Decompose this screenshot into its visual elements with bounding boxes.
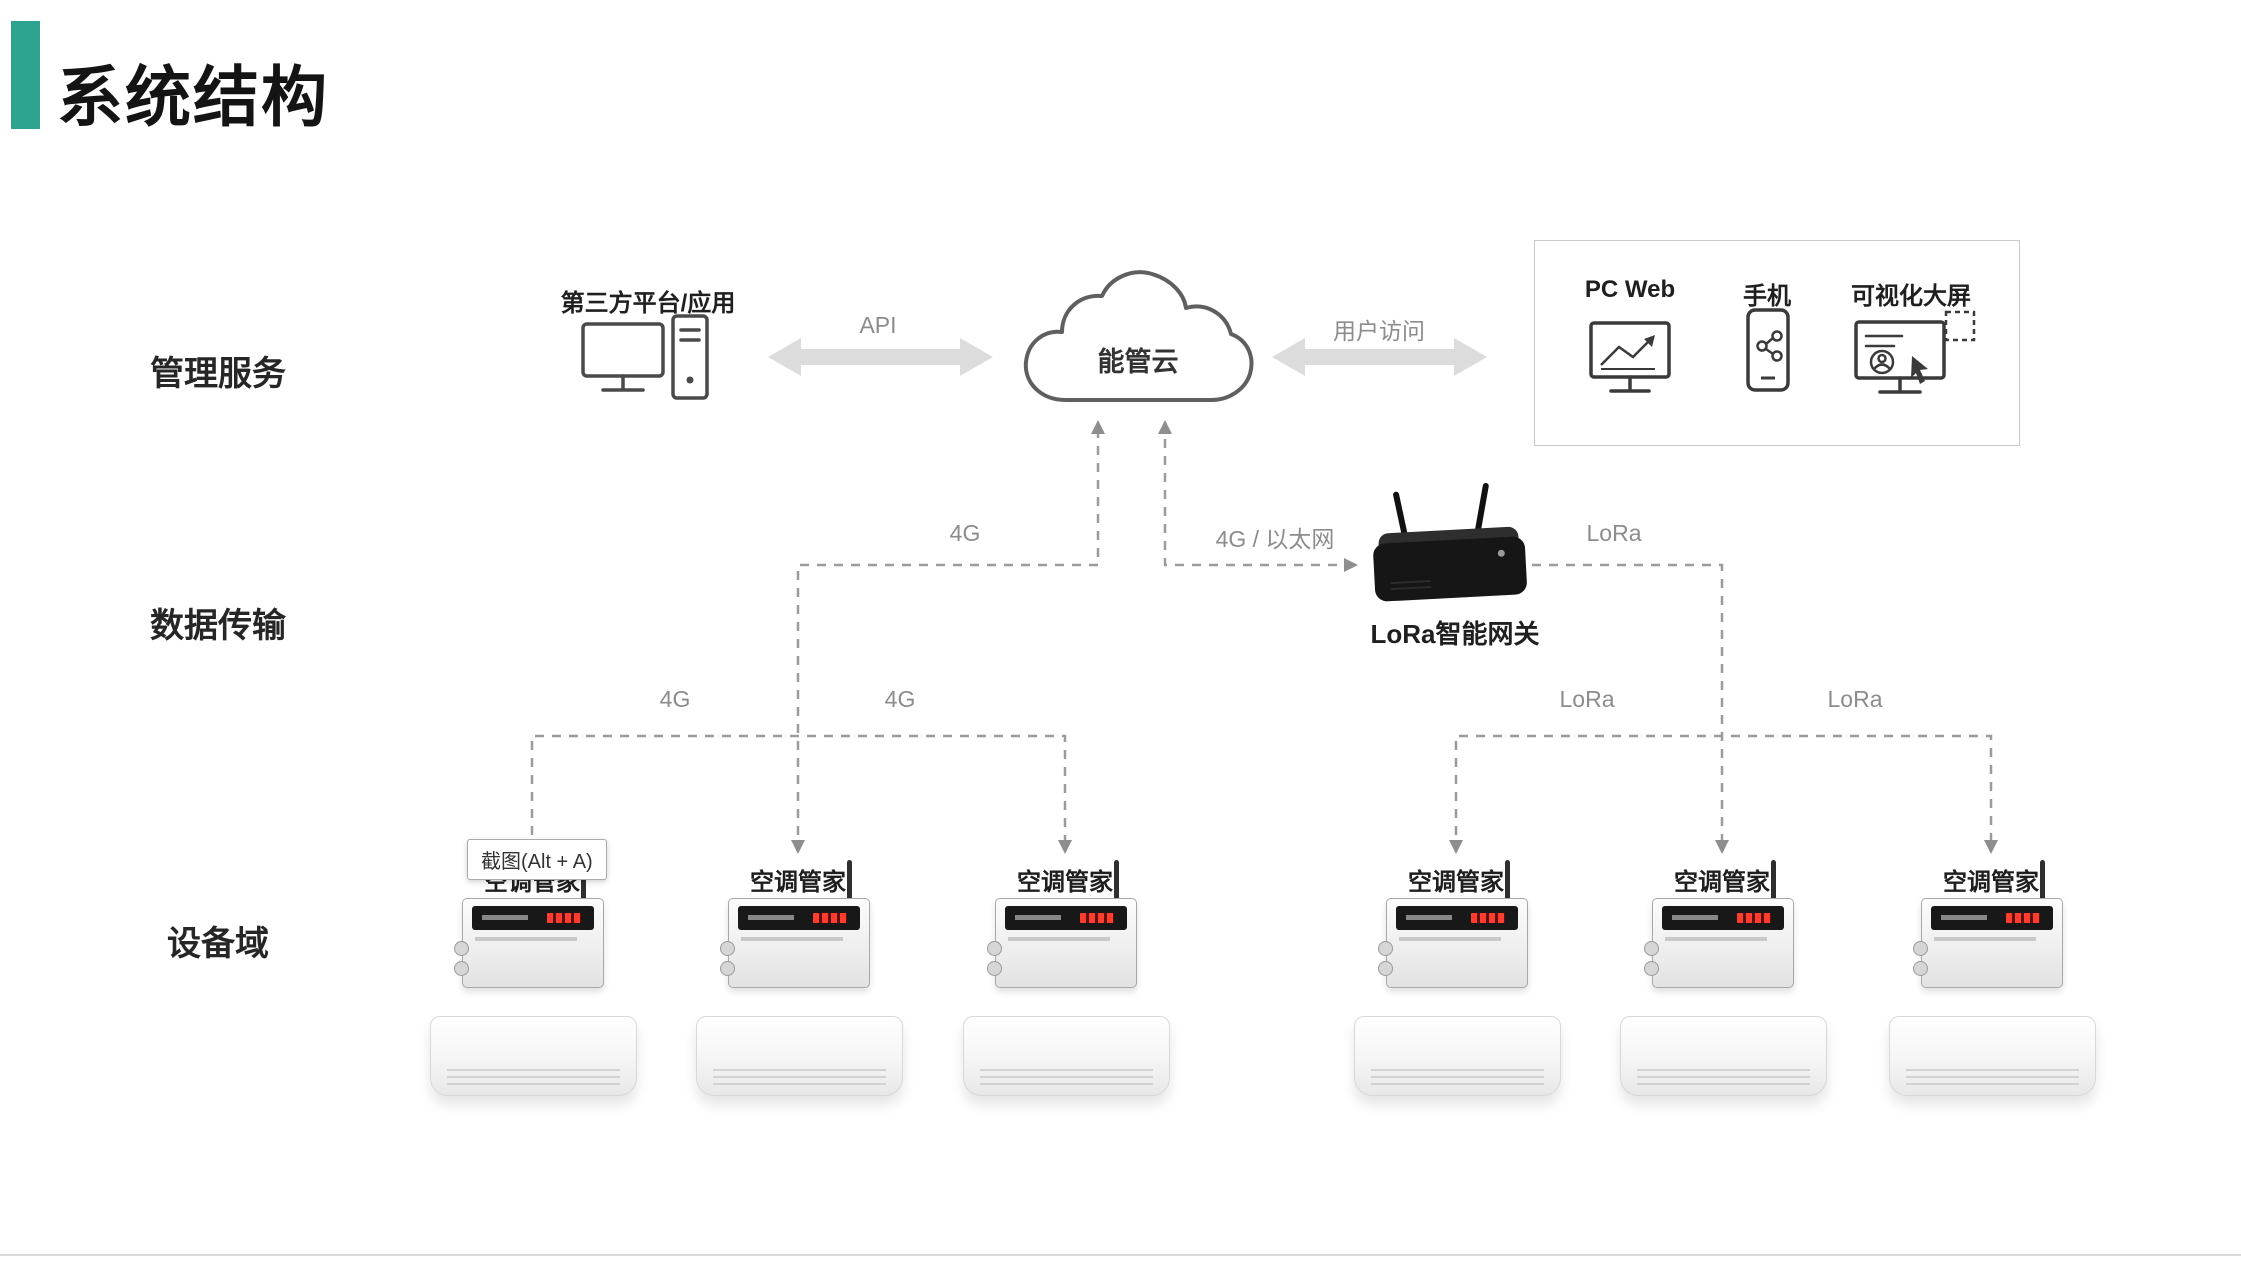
api-label: API	[859, 312, 897, 338]
connector-knob	[987, 941, 1002, 956]
led-readout	[1471, 913, 1505, 923]
device-display	[738, 906, 860, 930]
big-screen-icon	[1854, 310, 1976, 394]
link-label-4g-left-2: 4G	[884, 686, 916, 712]
air-conditioner-unit	[963, 1016, 1170, 1096]
antenna-icon	[1771, 860, 1776, 904]
phone-icon	[1746, 308, 1790, 392]
big-screen-label: 可视化大屏	[1851, 283, 1971, 310]
ac-manager-device	[1913, 860, 2063, 988]
ac-manager-device	[454, 860, 604, 988]
api-double-arrow	[768, 338, 993, 376]
device-display	[472, 906, 594, 930]
air-conditioner-unit	[1620, 1016, 1827, 1096]
user-access-label: 用户访问	[1333, 318, 1425, 344]
connector-knob	[1378, 941, 1393, 956]
device-label-3: 空调管家	[1017, 869, 1113, 896]
pc-web-icon	[1589, 321, 1671, 393]
page-title: 系统结构	[57, 60, 329, 134]
mobile-label: 手机	[1743, 283, 1791, 310]
led-readout	[1080, 913, 1114, 923]
antenna-icon	[2040, 860, 2045, 904]
link-right-branch	[1449, 734, 1998, 854]
link-label-lora-right-2: LoRa	[1827, 686, 1883, 712]
led-readout	[1737, 913, 1771, 923]
link-left-branch	[525, 734, 1072, 854]
row-label-devices: 设备域	[167, 925, 269, 963]
connector-knob	[987, 961, 1002, 976]
ac-vents	[713, 1069, 886, 1086]
device-label-5: 空调管家	[1674, 869, 1770, 896]
ac-manager-device	[987, 860, 1137, 988]
link-label-4g-left-1: 4G	[659, 686, 691, 712]
air-conditioner-unit	[1354, 1016, 1561, 1096]
device-label-6: 空调管家	[1943, 869, 2039, 896]
antenna-icon	[847, 860, 852, 904]
connector-knob	[1913, 941, 1928, 956]
connector-knob	[454, 941, 469, 956]
link-label-4g-top: 4G	[949, 520, 981, 546]
ac-manager-device	[1644, 860, 1794, 988]
device-label-2: 空调管家	[750, 869, 846, 896]
connector-knob	[720, 941, 735, 956]
link-label-4g-eth: 4G / 以太网	[1215, 526, 1335, 552]
ac-vents	[447, 1069, 620, 1086]
screenshot-tooltip: 截图(Alt + A)	[467, 839, 607, 880]
ac-vents	[1371, 1069, 1544, 1086]
connector-knob	[1913, 961, 1928, 976]
lora-gateway-icon	[1373, 483, 1527, 602]
device-display	[1931, 906, 2053, 930]
row-label-management: 管理服务	[150, 355, 286, 393]
led-readout	[2006, 913, 2040, 923]
ac-vents	[1637, 1069, 1810, 1086]
third-party-label: 第三方平台/应用	[560, 290, 736, 317]
device-display	[1396, 906, 1518, 930]
cloud-icon	[1023, 270, 1254, 402]
computer-icon	[581, 314, 709, 400]
ac-vents	[1906, 1069, 2079, 1086]
connector-knob	[1644, 961, 1659, 976]
link-label-lora-right-1: LoRa	[1559, 686, 1615, 712]
link-label-lora-top: LoRa	[1586, 520, 1642, 546]
antenna-icon	[581, 860, 586, 904]
antenna-icon	[1114, 860, 1119, 904]
connector-knob	[1378, 961, 1393, 976]
gateway-label: LoRa智能网关	[1370, 619, 1540, 649]
air-conditioner-unit	[696, 1016, 903, 1096]
device-display	[1005, 906, 1127, 930]
connector-knob	[454, 961, 469, 976]
link-cloud-to-device2	[791, 420, 1105, 854]
ac-vents	[980, 1069, 1153, 1086]
ac-manager-device	[720, 860, 870, 988]
cursor-arrow-icon	[1911, 356, 1928, 384]
cloud-label: 能管云	[1097, 347, 1179, 377]
connector-knob	[720, 961, 735, 976]
title-accent-bar	[11, 21, 40, 129]
air-conditioner-unit	[430, 1016, 637, 1096]
device-display	[1662, 906, 1784, 930]
antenna-icon	[1505, 860, 1510, 904]
device-label-4: 空调管家	[1408, 869, 1504, 896]
led-readout	[547, 913, 581, 923]
connector-knob	[1644, 941, 1659, 956]
ac-manager-device	[1378, 860, 1528, 988]
slide-bottom-border	[0, 1254, 2241, 1256]
led-readout	[813, 913, 847, 923]
pc-web-label: PC Web	[1584, 276, 1676, 303]
row-label-transmission: 数据传输	[150, 607, 286, 645]
air-conditioner-unit	[1889, 1016, 2096, 1096]
